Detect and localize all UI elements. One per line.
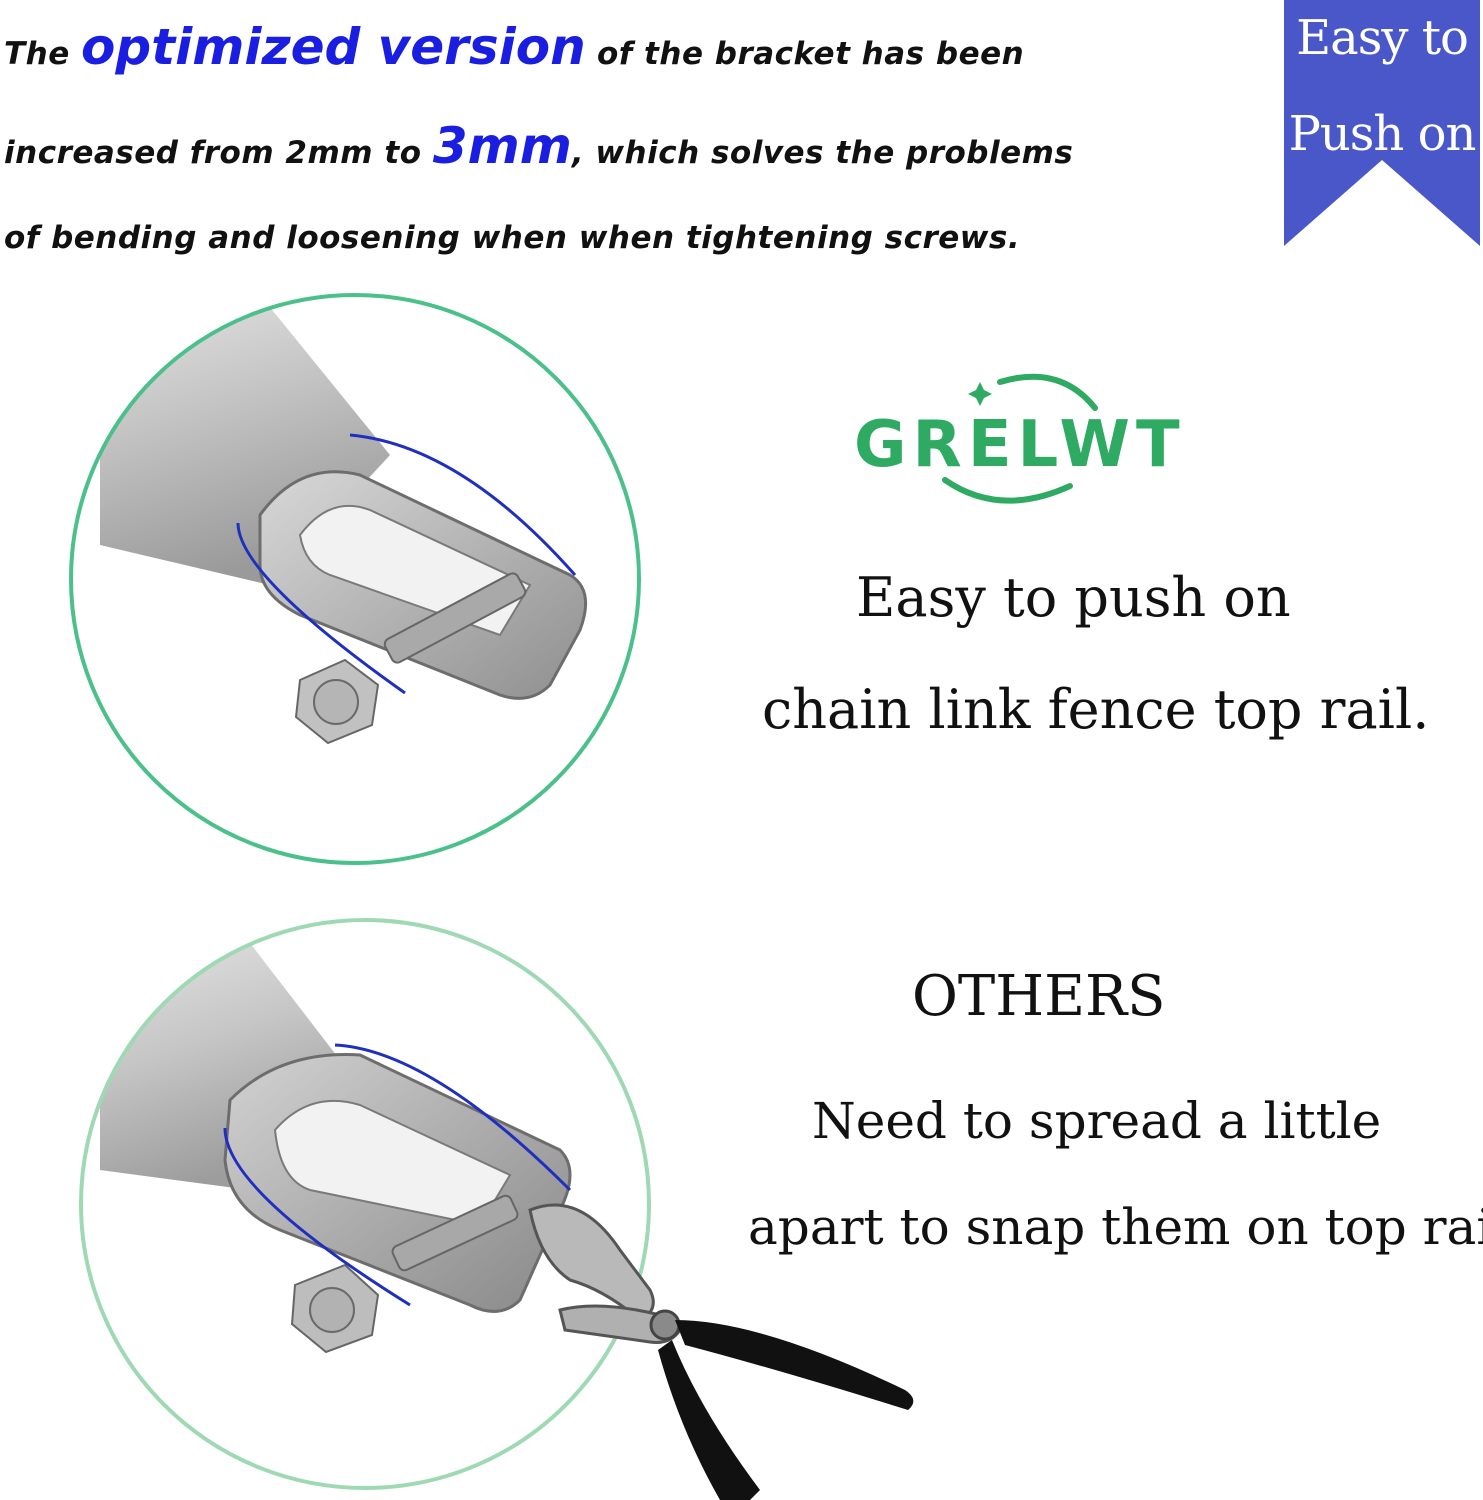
headline-highlight: 3mm (432, 117, 572, 175)
logo-text: GRELWT (854, 408, 1186, 482)
optimized-caption-line-1: Easy to push on (856, 566, 1291, 629)
headline-line-2: increased from 2mm to 3mm, which solves … (4, 117, 1073, 175)
headline-line-3: of bending and loosening when when tight… (4, 220, 1020, 256)
others-bracket-image (79, 918, 914, 1500)
others-caption-line-2: apart to snap them on top rail (748, 1198, 1483, 1256)
others-title: OTHERS (912, 964, 1166, 1029)
headline-text: , which solves the problems (571, 135, 1074, 171)
pliers-icon (528, 1203, 914, 1500)
comparison-circle (79, 918, 651, 1490)
highlight-circle (69, 293, 641, 865)
optimized-bracket-image (69, 293, 641, 865)
banner-line-2: Push on (1288, 106, 1477, 162)
headline-text: of the bracket has been (585, 36, 1025, 72)
ribbon-shape (1284, 0, 1480, 246)
banner-line-1: Easy to (1296, 10, 1469, 66)
headline-text: increased from 2mm to (4, 135, 433, 171)
headline-text: of bending and loosening when when tight… (4, 220, 1021, 256)
headline-highlight: optimized version (81, 18, 586, 76)
headline-text: The (4, 36, 82, 72)
easy-push-banner: Easy to Push on (1284, 0, 1480, 248)
logo-swoosh-icon (942, 373, 1098, 504)
optimized-caption-line-2: chain link fence top rail. (762, 678, 1430, 741)
headline-line-1: The optimized version of the bracket has… (4, 18, 1024, 76)
grelwt-logo: GRELWT (850, 368, 1210, 518)
others-caption-line-1: Need to spread a little (812, 1092, 1382, 1150)
